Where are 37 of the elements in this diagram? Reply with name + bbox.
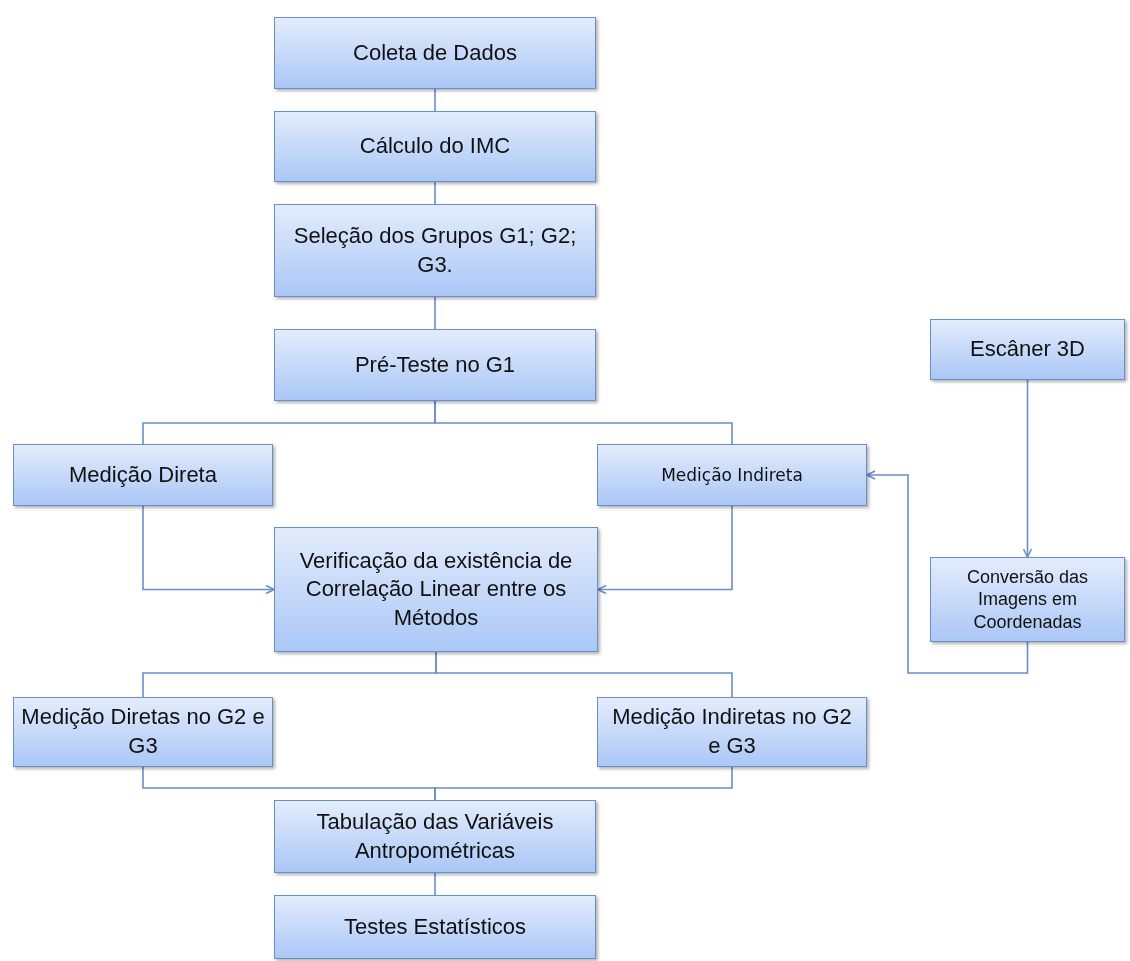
box-label: Tabulação das Variáveis Antropométricas <box>315 807 555 865</box>
connector-line <box>434 872 436 896</box>
process-box <box>274 17 596 89</box>
box-label: Cálculo do IMC <box>359 132 511 161</box>
process-box <box>930 557 1125 642</box>
box-label: Medição Indiretas no G2 e G3 <box>611 703 853 760</box>
box-label: Escâner 3D <box>970 335 1085 364</box>
connector-line <box>434 766 733 801</box>
process-box <box>274 895 596 959</box>
arrow <box>597 505 733 595</box>
box-label: Pré-Teste no G1 <box>354 350 516 379</box>
connector-line <box>434 181 436 205</box>
arrow <box>142 505 275 595</box>
connector-line <box>435 651 733 698</box>
process-box <box>274 527 598 652</box>
process-box <box>597 697 867 767</box>
connector-line <box>434 296 436 330</box>
process-box <box>274 204 596 297</box>
box-label: Conversão das Imagens em Coordenadas <box>965 565 1090 634</box>
arrow <box>1022 379 1033 558</box>
box-label: Medição Diretas no G2 e G3 <box>20 703 266 760</box>
box-label: Verificação da existência de Correlação Linear entre os Métodos <box>298 546 574 632</box>
process-box <box>274 800 596 873</box>
box-label: Medição Indireta <box>661 463 803 487</box>
box-label: Coleta de Dados <box>353 38 517 67</box>
box-label: Medição Direta <box>69 460 217 489</box>
connector-line <box>434 88 436 112</box>
process-box <box>13 697 273 767</box>
process-box <box>930 319 1125 380</box>
arrow <box>866 470 1029 674</box>
process-box <box>13 444 273 506</box>
process-box <box>274 329 596 401</box>
box-label: Seleção dos Grupos G1; G2; G3. <box>292 221 578 279</box>
process-box <box>274 111 596 182</box>
process-box <box>597 444 867 506</box>
box-label: Testes Estatísticos <box>343 912 527 941</box>
connector-line <box>434 400 733 445</box>
